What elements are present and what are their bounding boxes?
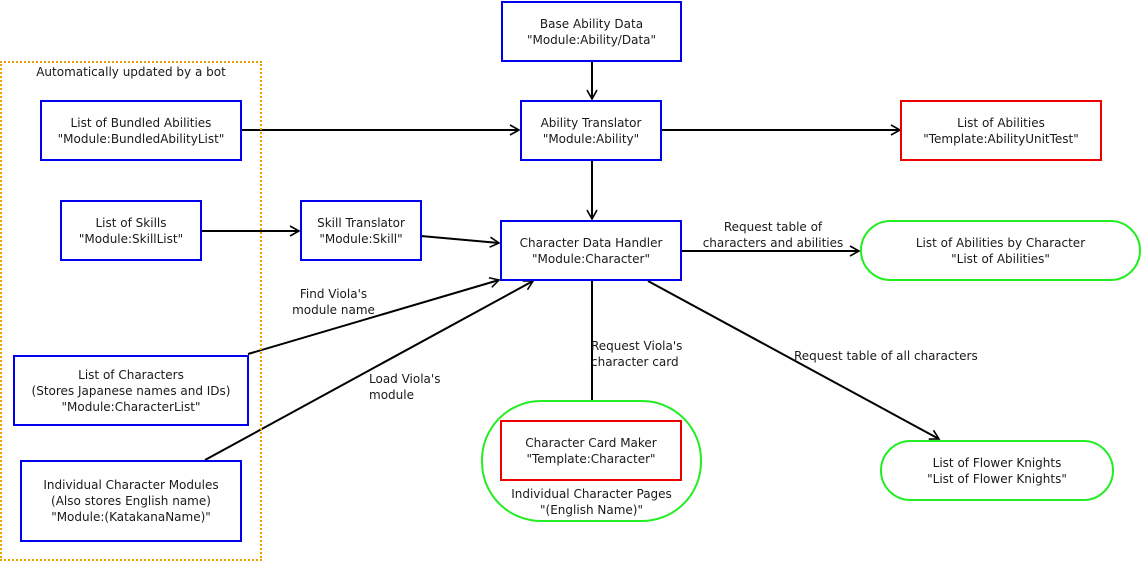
node-character-modules[interactable]: Individual Character Modules (Also store… bbox=[20, 460, 242, 542]
node-title: Ability Translator bbox=[540, 115, 642, 130]
node-subtitle: "Module:(KatakanaName)" bbox=[51, 510, 211, 524]
node-subtitle: "Module:Skill" bbox=[319, 231, 403, 246]
node-subtitle: "Module:Character" bbox=[532, 251, 650, 266]
edge-label-all-characters: Request table of all characters bbox=[794, 348, 978, 364]
node-title: List of Abilities by Character bbox=[915, 235, 1086, 250]
node-skill-list[interactable]: List of Skills "Module:SkillList" bbox=[60, 200, 202, 261]
bot-updated-group-label: Automatically updated by a bot bbox=[36, 65, 226, 79]
edge-label-line: Request Viola's bbox=[591, 339, 683, 353]
node-subtitle: "(English Name)" bbox=[540, 503, 643, 517]
node-base-ability-data[interactable]: Base Ability Data "Module:Ability/Data" bbox=[501, 1, 682, 62]
node-skill-translator[interactable]: Skill Translator "Module:Skill" bbox=[300, 200, 422, 261]
node-title: Skill Translator bbox=[317, 215, 405, 230]
node-abilities-by-character[interactable]: List of Abilities by Character "List of … bbox=[860, 220, 1141, 281]
edge-label-card-request: Request Viola's character card bbox=[591, 338, 682, 370]
node-title: List of Flower Knights bbox=[932, 455, 1062, 470]
node-subtitle: "List of Abilities" bbox=[951, 251, 1050, 266]
edge-label-line: Load Viola's bbox=[369, 372, 441, 386]
node-title: Individual Character Pages bbox=[511, 487, 672, 501]
node-flower-knights[interactable]: List of Flower Knights "List of Flower K… bbox=[880, 440, 1114, 501]
node-subtitle: "Module:SkillList" bbox=[78, 231, 184, 246]
node-note: (Stores Japanese names and IDs) bbox=[31, 383, 231, 398]
node-subtitle: "Template:AbilityUnitTest" bbox=[923, 131, 1079, 146]
node-title: Character Data Handler bbox=[519, 235, 663, 250]
edge-character-list-to-handler bbox=[247, 276, 501, 355]
edge-label-line: module bbox=[369, 388, 414, 402]
node-bundled-abilities[interactable]: List of Bundled Abilities "Module:Bundle… bbox=[40, 100, 242, 161]
edge-label-line: Find Viola's bbox=[299, 287, 368, 301]
node-ability-unit-test[interactable]: List of Abilities "Template:AbilityUnitT… bbox=[900, 100, 1102, 161]
node-subtitle: "Module:Ability/Data" bbox=[526, 32, 657, 47]
edge-label-line: character card bbox=[591, 355, 679, 369]
node-ability-translator[interactable]: Ability Translator "Module:Ability" bbox=[520, 100, 662, 161]
node-subtitle: "Module:Ability" bbox=[542, 131, 640, 146]
node-subtitle: "Module:CharacterList" bbox=[61, 399, 201, 414]
edge-label-line: characters and abilities bbox=[702, 236, 844, 250]
edge-label-line: Request table of all characters bbox=[794, 349, 978, 363]
node-character-list[interactable]: List of Characters (Stores Japanese name… bbox=[13, 355, 249, 426]
edge-label-line: module name bbox=[292, 303, 375, 317]
edge-label-line: Request table of bbox=[723, 220, 823, 234]
edge-skill-translator-to-handler bbox=[420, 235, 501, 248]
bot-updated-group: Automatically updated by a bot bbox=[0, 61, 262, 561]
node-title: List of Characters bbox=[78, 367, 184, 382]
node-title: List of Abilities bbox=[957, 115, 1045, 130]
edge-label-find-module: Find Viola's module name bbox=[276, 286, 391, 318]
node-note: (Also stores English name) bbox=[51, 494, 211, 508]
node-title: Individual Character Modules bbox=[43, 478, 219, 492]
node-title: Character Card Maker bbox=[525, 435, 657, 450]
edge-label-load-module: Load Viola's module bbox=[369, 371, 440, 403]
node-character-handler[interactable]: Character Data Handler "Module:Character… bbox=[500, 220, 682, 281]
node-title: List of Bundled Abilities bbox=[70, 115, 212, 130]
edge-character-modules-to-handler bbox=[204, 280, 535, 461]
node-subtitle: "List of Flower Knights" bbox=[927, 471, 1067, 486]
edge-handler-to-flower-knights bbox=[647, 280, 941, 440]
node-character-card-maker[interactable]: Character Card Maker "Template:Character… bbox=[500, 420, 682, 481]
node-subtitle: "Module:BundledAbilityList" bbox=[57, 131, 225, 146]
node-subtitle: "Template:Character" bbox=[526, 451, 656, 466]
edge-label-abilities-table: Request table of characters and abilitie… bbox=[693, 219, 853, 251]
node-title: Base Ability Data bbox=[539, 16, 644, 31]
node-title: List of Skills bbox=[95, 215, 167, 230]
